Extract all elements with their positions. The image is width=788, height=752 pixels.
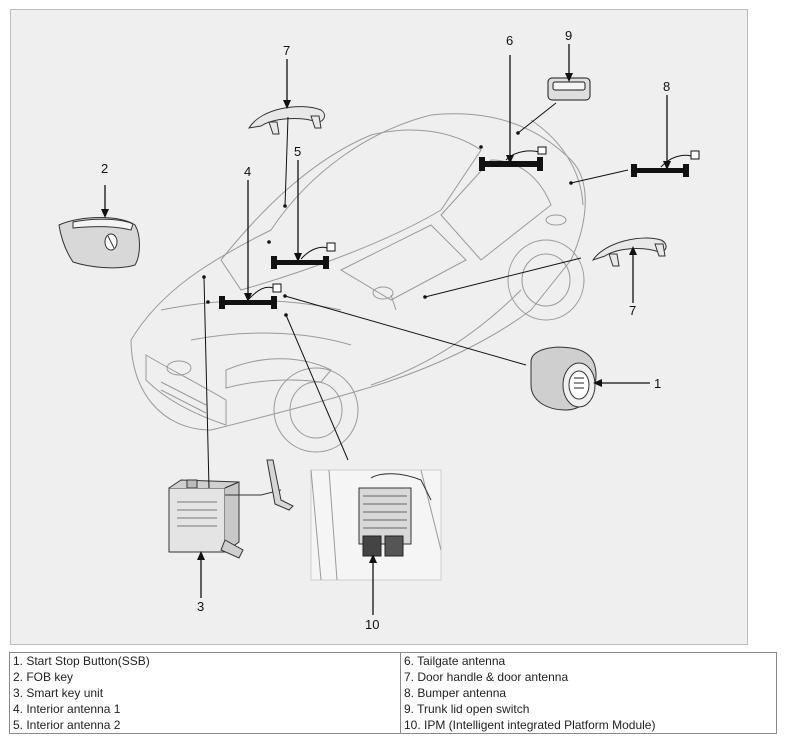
- callout-7-front: 7: [283, 43, 290, 58]
- component-location-diagram: 2 4 5 7 6 9 8 7 1 3 10: [10, 9, 748, 645]
- legend-row: 3. Smart key unit 8. Bumper antenna: [9, 685, 777, 701]
- legend-row: 2. FOB key 7. Door handle & door antenna: [9, 669, 777, 685]
- interior-antenna-1-icon: [219, 283, 282, 309]
- ipm-module-inset: [310, 469, 442, 581]
- legend-item: 3. Smart key unit: [9, 685, 401, 701]
- legend-item: 9. Trunk lid open switch: [400, 701, 777, 717]
- fob-key-icon: [58, 217, 140, 269]
- tailgate-antenna-icon: [479, 146, 547, 171]
- callout-8: 8: [663, 79, 670, 94]
- legend-item: 1. Start Stop Button(SSB): [9, 652, 401, 669]
- callout-5: 5: [294, 144, 301, 159]
- diagram-canvas: 2 4 5 7 6 9 8 7 1 3 10: [58, 28, 700, 632]
- callout-6: 6: [506, 33, 513, 48]
- bumper-antenna-icon: [631, 150, 700, 177]
- door-handle-front-icon: [248, 106, 325, 135]
- smart-key-unit-icon: [168, 459, 294, 559]
- legend-row: 5. Interior antenna 2 10. IPM (Intellige…: [9, 717, 777, 734]
- interior-antenna-2-icon: [271, 242, 336, 269]
- callout-9: 9: [565, 28, 572, 43]
- legend-item: 6. Tailgate antenna: [400, 652, 777, 669]
- trunk-lid-switch-icon: [547, 77, 591, 101]
- legend-item: 5. Interior antenna 2: [9, 717, 401, 734]
- component-legend-table: 1. Start Stop Button(SSB) 6. Tailgate an…: [9, 652, 777, 734]
- callout-3: 3: [197, 599, 204, 614]
- legend-item: 10. IPM (Intelligent integrated Platform…: [400, 717, 777, 734]
- legend-item: 8. Bumper antenna: [400, 685, 777, 701]
- callout-arrows: [104, 44, 668, 615]
- legend-item: 7. Door handle & door antenna: [400, 669, 777, 685]
- legend-row: 4. Interior antenna 1 9. Trunk lid open …: [9, 701, 777, 717]
- leader-lines: [203, 102, 629, 489]
- start-stop-button-icon: [530, 346, 597, 411]
- callout-4: 4: [244, 164, 251, 179]
- door-handle-rear-icon: [591, 237, 667, 267]
- leader-dots: [202, 131, 573, 317]
- callout-7-rear: 7: [629, 303, 636, 318]
- legend-row: 1. Start Stop Button(SSB) 6. Tailgate an…: [9, 652, 777, 669]
- callout-10: 10: [365, 617, 379, 632]
- legend-item: 2. FOB key: [9, 669, 401, 685]
- arrowheads: [101, 73, 671, 563]
- callout-2: 2: [101, 161, 108, 176]
- legend-item: 4. Interior antenna 1: [9, 701, 401, 717]
- callout-1: 1: [654, 376, 661, 391]
